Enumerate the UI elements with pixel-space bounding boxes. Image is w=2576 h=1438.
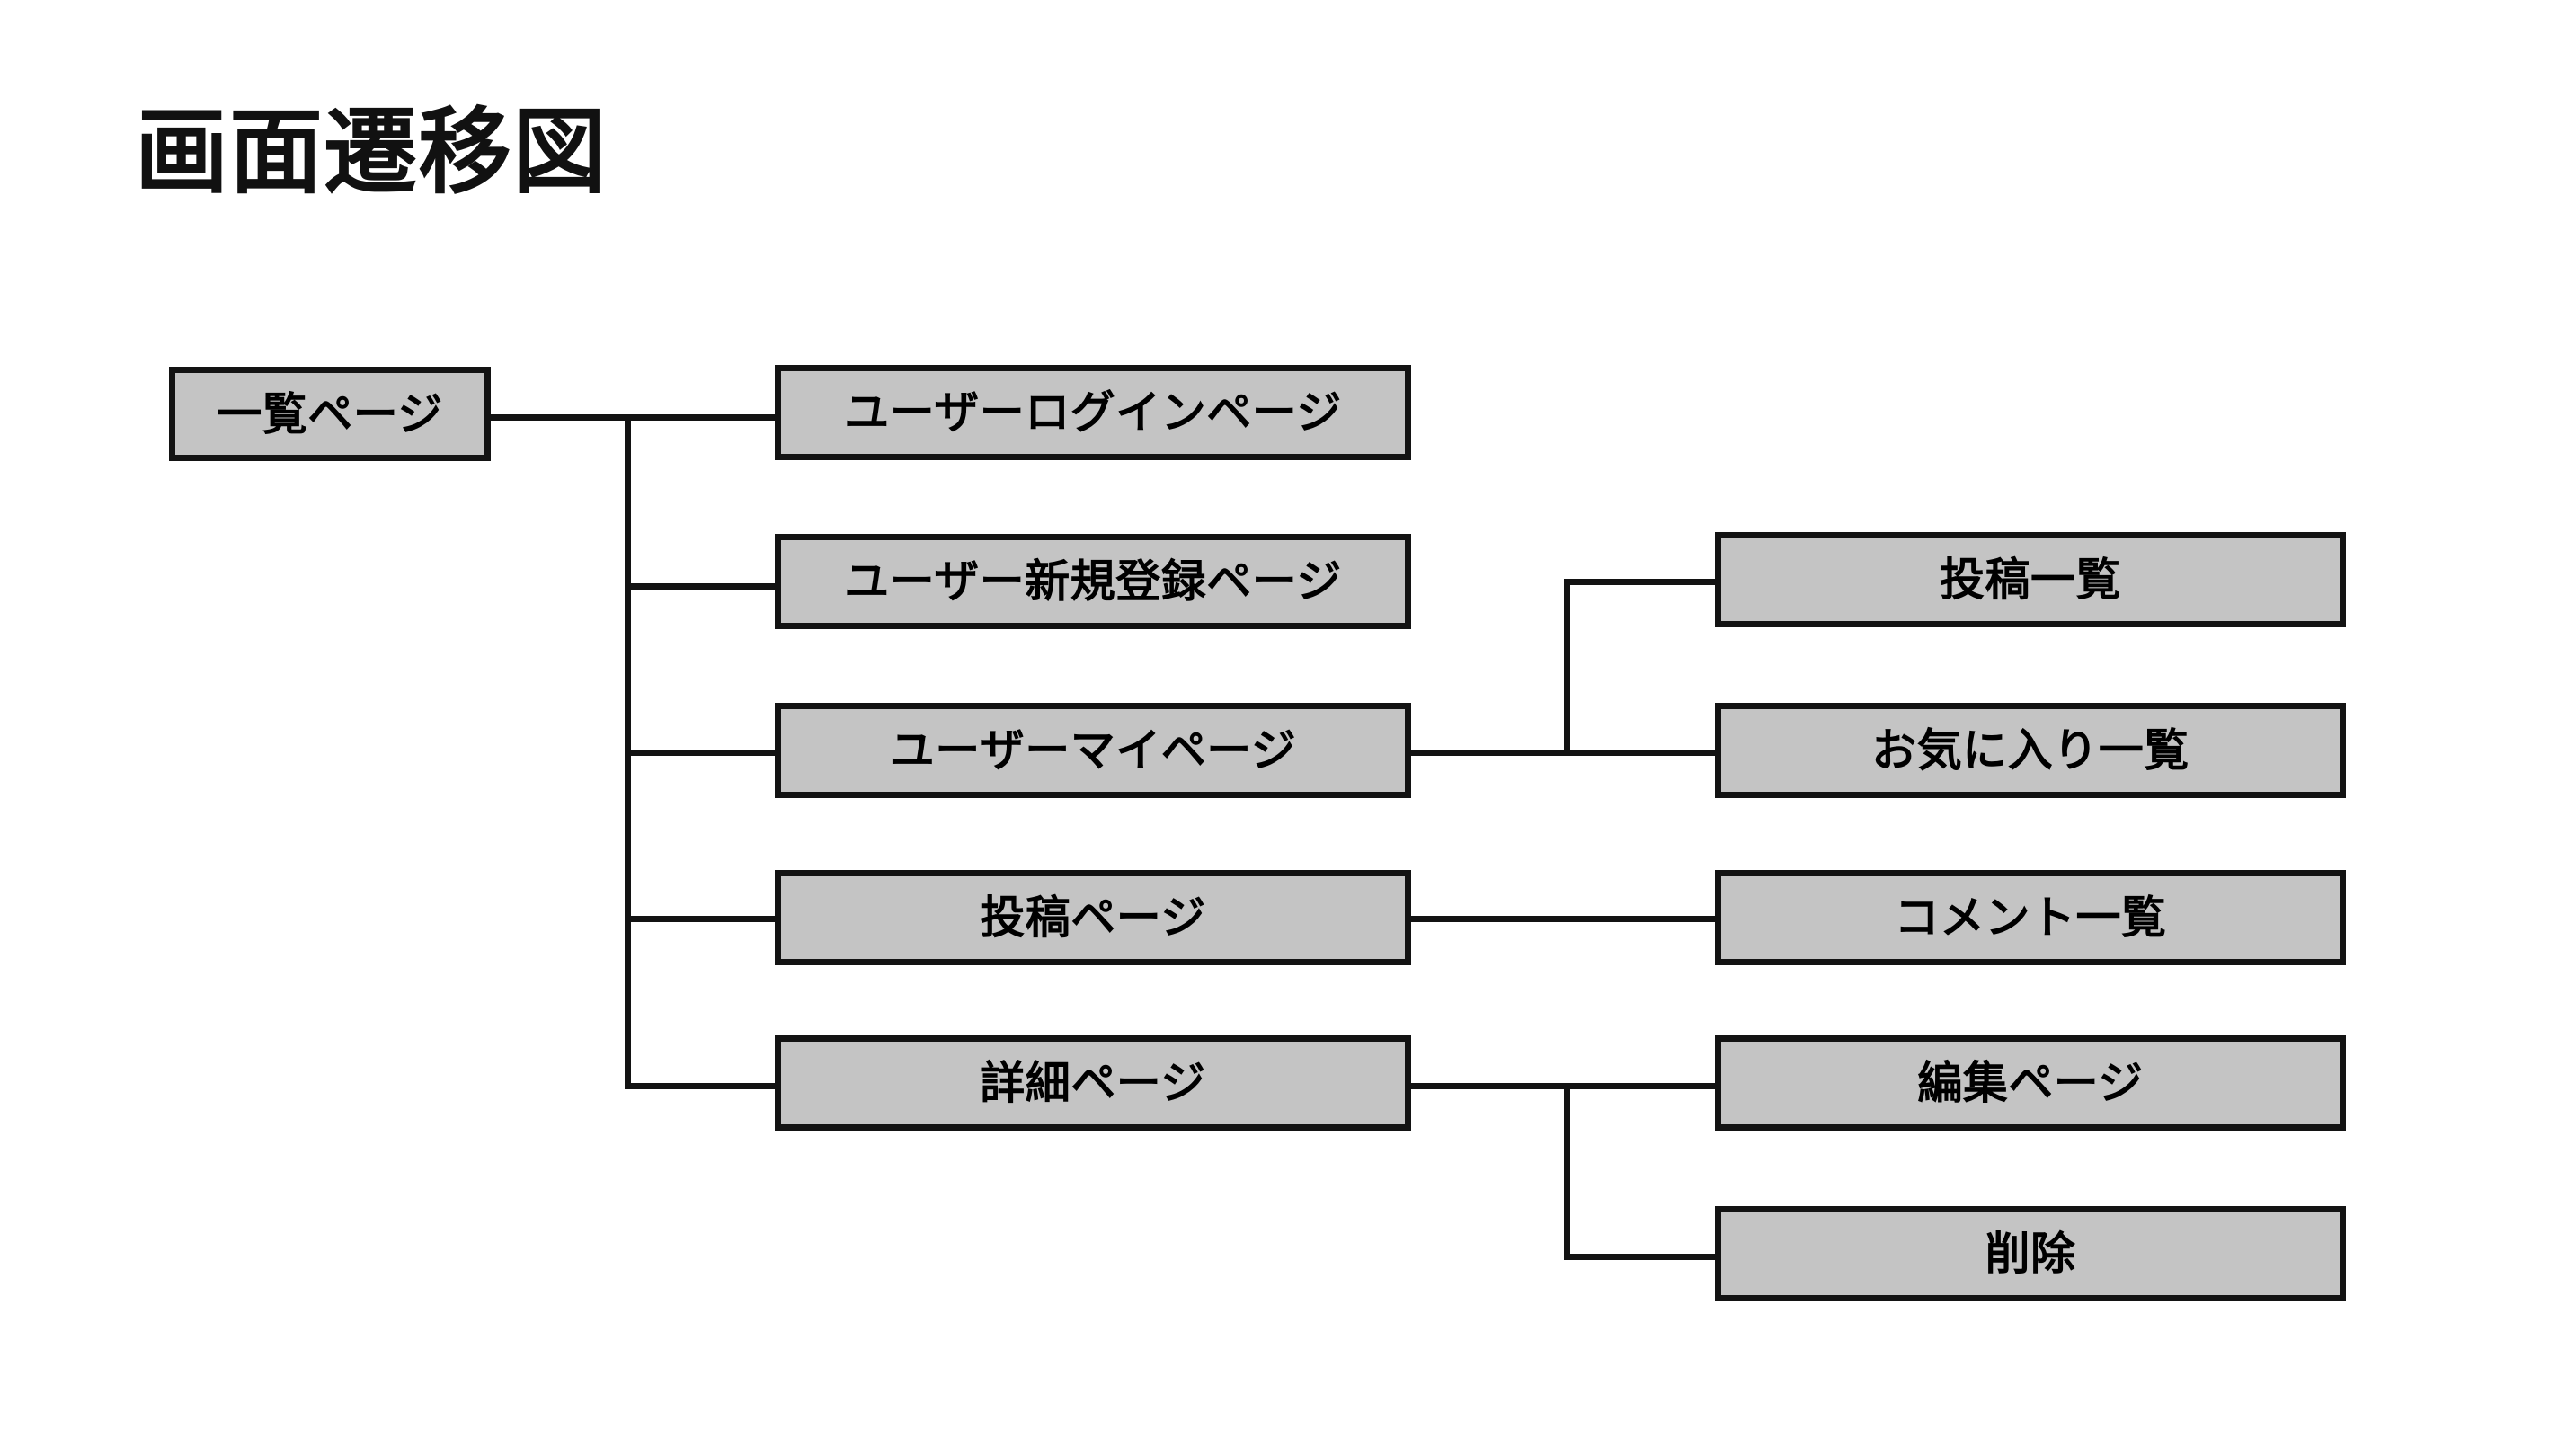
node-list-page[interactable]: 一覧ページ: [169, 367, 491, 461]
edge-detail-to-delete: [1564, 1254, 1718, 1260]
edge-detail-branch-vertical: [1564, 1083, 1570, 1260]
node-user-login-page[interactable]: ユーザーログインページ: [775, 365, 1411, 460]
edge-mypage-to-post-list: [1564, 579, 1718, 585]
node-post-list[interactable]: 投稿一覧: [1715, 532, 2346, 627]
node-user-register-page[interactable]: ユーザー新規登録ページ: [775, 534, 1411, 629]
node-comment-list[interactable]: コメント一覧: [1715, 870, 2346, 965]
edge-trunk-to-user-mypage: [625, 750, 777, 756]
node-detail-page[interactable]: 詳細ページ: [775, 1035, 1411, 1131]
edge-trunk-to-post-page: [625, 916, 777, 922]
edge-trunk-to-detail-page: [625, 1083, 777, 1089]
edge-trunk-to-user-login: [625, 414, 777, 421]
node-favorites-list[interactable]: お気に入り一覧: [1715, 703, 2346, 798]
node-delete[interactable]: 削除: [1715, 1206, 2346, 1301]
edge-post-page-to-comment-list: [1411, 916, 1718, 922]
node-user-mypage[interactable]: ユーザーマイページ: [775, 703, 1411, 798]
node-edit-page[interactable]: 編集ページ: [1715, 1035, 2346, 1131]
page-title: 画面遷移図: [135, 101, 608, 205]
node-post-page[interactable]: 投稿ページ: [775, 870, 1411, 965]
edge-mypage-branch-vertical: [1564, 579, 1570, 756]
edge-trunk-to-user-register: [625, 583, 777, 590]
edge-list-to-trunk: [491, 414, 631, 421]
